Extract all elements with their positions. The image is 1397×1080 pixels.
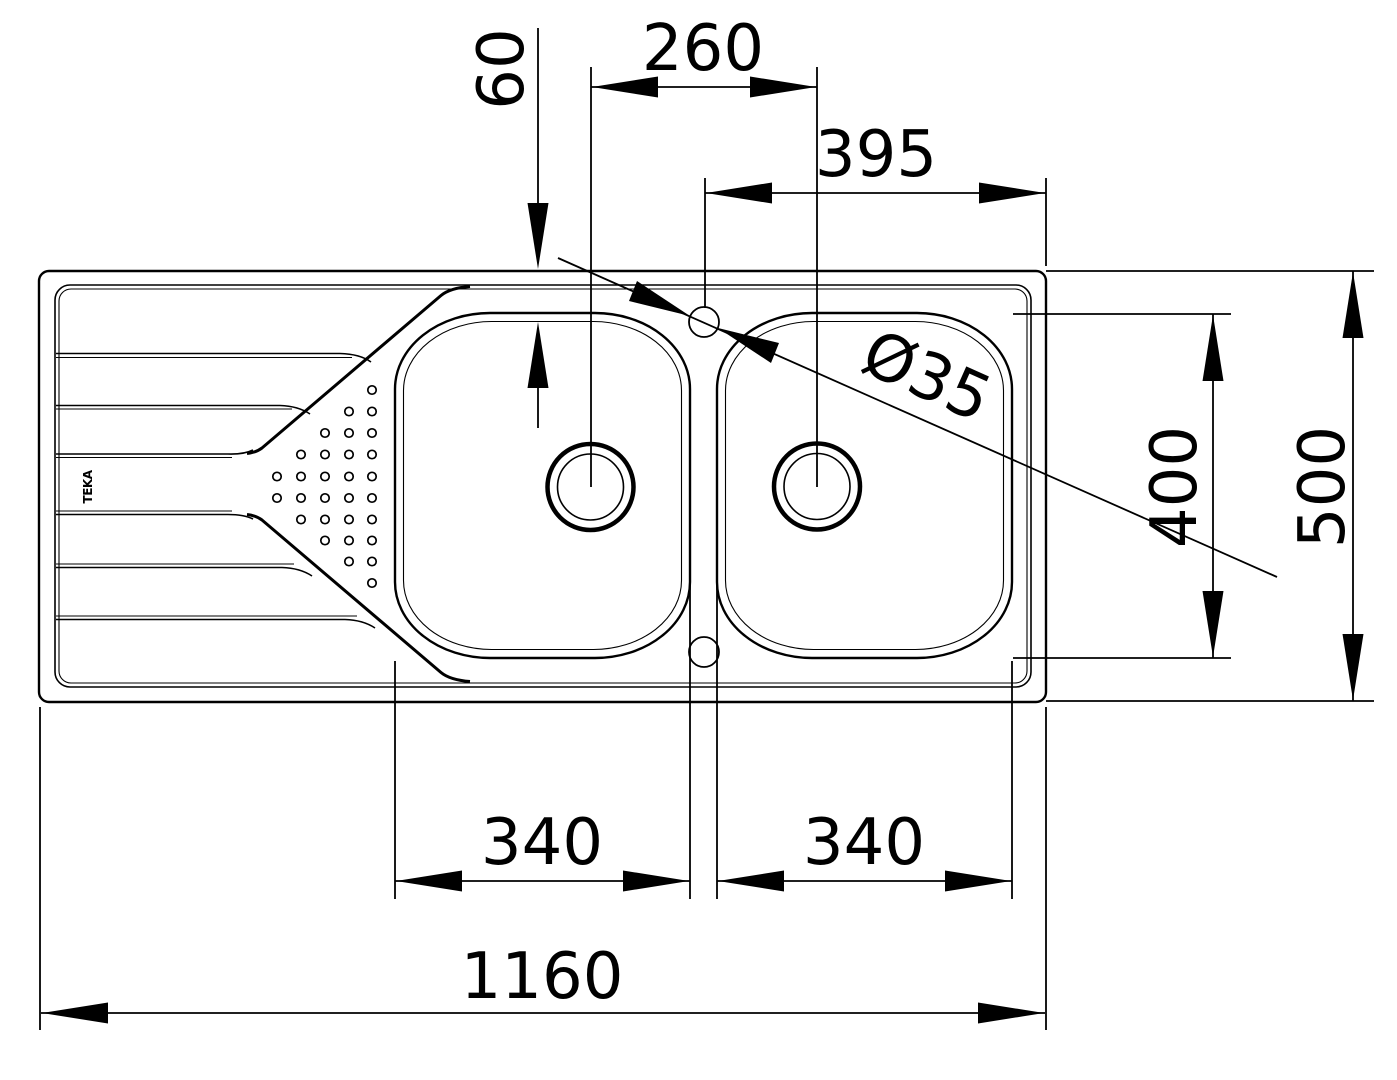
- drainboard: TEKA: [56, 285, 471, 683]
- faucet-hole: [688, 306, 720, 338]
- dim-1160-label: 1160: [461, 940, 624, 1014]
- drainboard-ridge: [56, 566, 313, 577]
- dim-260-arrow-right: [750, 76, 816, 98]
- dim-60: 60: [465, 28, 549, 428]
- left-bowl-lip-contour: [402, 320, 683, 651]
- dim-260-arrow-left: [592, 76, 658, 98]
- sink-rim-line-inner: [58, 288, 1028, 684]
- drainboard-ridge: [56, 449, 254, 455]
- dim-60-label: 60: [465, 28, 539, 109]
- dim-400-arrow-up: [1202, 315, 1224, 381]
- dim-340-right: 340: [716, 582, 1013, 899]
- dim-400-arrow-down: [1202, 591, 1224, 657]
- dim-260-label: 260: [642, 12, 764, 86]
- dim-395-arrow-left: [706, 182, 772, 204]
- hole-diameter-arrow-upper: [629, 281, 690, 316]
- dim-340-left: 340: [394, 582, 691, 899]
- dim-340-right-arrow-left: [718, 870, 784, 892]
- drainboard-ridge: [56, 404, 311, 415]
- dim-60-arrow-up: [527, 322, 549, 388]
- left-bowl-outer-contour: [393, 311, 692, 660]
- drainboard-ridge: [56, 618, 376, 629]
- hole-diameter-arrow-lower: [718, 328, 779, 363]
- dim-340-right-label: 340: [803, 806, 925, 880]
- dim-500-label: 500: [1286, 426, 1360, 548]
- dim-500-arrow-up: [1342, 272, 1364, 338]
- dim-1160: 1160: [39, 707, 1047, 1030]
- dim-1160-arrow-left: [42, 1002, 108, 1024]
- drainboard-ridge: [56, 513, 254, 520]
- dim-500-arrow-down: [1342, 634, 1364, 700]
- brand-mark-label: TEKA: [81, 469, 95, 503]
- dim-340-right-arrow-right: [945, 870, 1011, 892]
- dim-500: 500: [1046, 270, 1374, 702]
- accessory-hole: [688, 636, 720, 668]
- dim-340-left-label: 340: [481, 806, 603, 880]
- dim-340-left-arrow-right: [623, 870, 689, 892]
- dim-400-label: 400: [1138, 426, 1212, 548]
- dim-395-label: 395: [815, 118, 937, 192]
- sink-outer-edge: [37, 269, 1048, 704]
- dim-260: 260: [590, 12, 818, 487]
- drainboard-funnel-upper-edge: [246, 285, 471, 455]
- drainboard-funnel-lower-edge: [246, 513, 471, 683]
- dim-60-arrow-down: [527, 203, 549, 269]
- dim-395: 395: [704, 118, 1047, 308]
- dim-395-arrow-right: [979, 182, 1045, 204]
- drainboard-ridge: [56, 352, 372, 363]
- sink-outline: [37, 269, 1048, 704]
- right-bowl-outer-contour: [715, 311, 1014, 660]
- right-bowl-lip-contour: [724, 320, 1005, 651]
- sink-rim-line-outer: [54, 284, 1032, 688]
- hole-diameter-label: Ø35: [851, 316, 1002, 437]
- dim-340-left-arrow-left: [396, 870, 462, 892]
- drainboard-perforations: [271, 384, 378, 589]
- dim-400: 400: [1013, 313, 1231, 659]
- dim-1160-arrow-right: [978, 1002, 1044, 1024]
